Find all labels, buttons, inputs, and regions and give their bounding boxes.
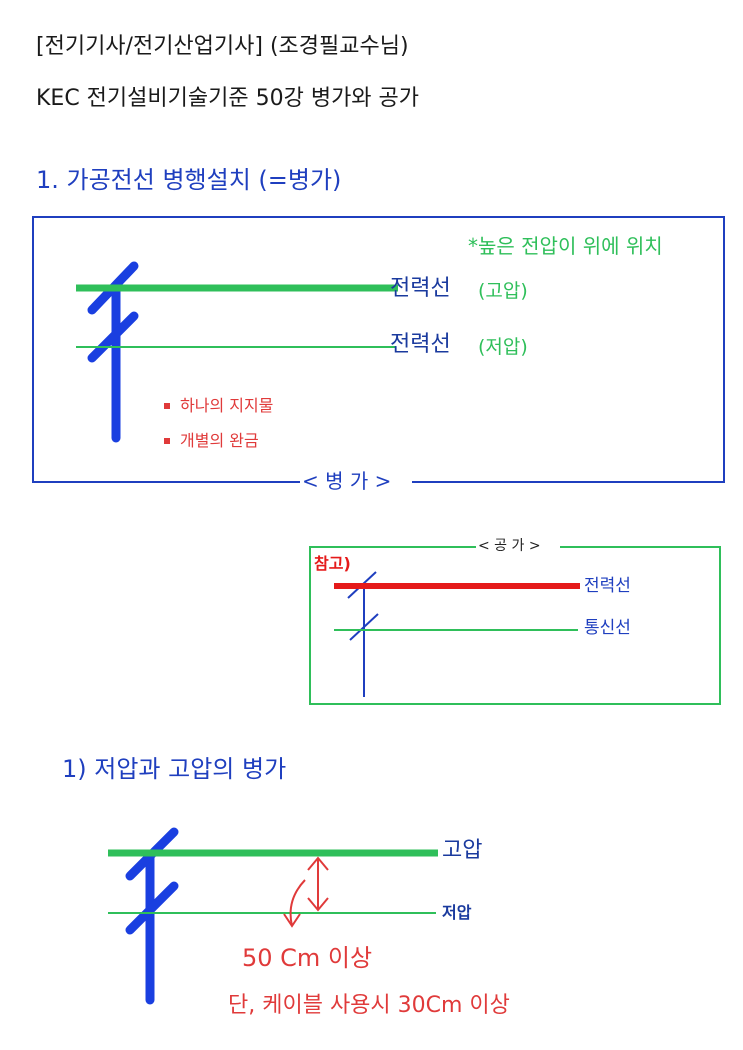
curved-pointer-head [283, 913, 301, 928]
section2-title: 1) 저압과 고압의 병가 [62, 755, 287, 783]
joint-use-crossarm-lower [349, 613, 379, 641]
parallel-installation-box [32, 216, 725, 483]
label-min-distance: 50 Cm 이상 [242, 944, 373, 972]
crossarm-lower [87, 311, 139, 363]
box-frame-left [32, 216, 725, 483]
bullet-marker-2 [164, 438, 170, 444]
crossarm-2-lower [125, 881, 179, 935]
header-title-line1: [전기기사/전기산업기사] (조경필교수님) [36, 34, 409, 59]
label-low-voltage-2: 저압 [442, 903, 472, 922]
label-power-line-ref: 전력선 [584, 576, 631, 596]
bullet-separate-crossarm: 개별의 완금 [180, 431, 259, 450]
section1-title: 1. 가공전선 병행설치 (=병가) [36, 166, 342, 194]
label-telecom-line: 통신선 [584, 618, 631, 638]
bullet-single-support: 하나의 지지물 [180, 396, 274, 415]
label-low-voltage: (저압) [478, 336, 528, 358]
joint-use-box [309, 546, 721, 705]
joint-use-title: < 공 가 > [478, 538, 541, 554]
note-cable-distance: 단, 케이블 사용시 30Cm 이상 [228, 993, 510, 1018]
distance-arrow-head-bottom [307, 897, 329, 912]
note-high-voltage-top: *높은 전압이 위에 위치 [468, 234, 663, 258]
label-parallel-installation: < 병 가 > [302, 469, 392, 493]
label-power-line-low: 전력선 [390, 332, 451, 357]
label-high-voltage: (고압) [478, 280, 528, 302]
bullet-marker-1 [164, 403, 170, 409]
header-title-line2: KEC 전기설비기술기준 50강 병가와 공가 [36, 86, 420, 111]
distance-arrow-head-top [307, 856, 329, 871]
label-power-line-high: 전력선 [390, 276, 451, 301]
label-high-voltage-2: 고압 [442, 838, 483, 863]
joint-use-frame [309, 546, 721, 705]
reference-tag: 참고) [314, 554, 351, 573]
low-high-parallel-diagram [108, 827, 438, 1005]
curved-pointer-arrow [289, 879, 306, 927]
